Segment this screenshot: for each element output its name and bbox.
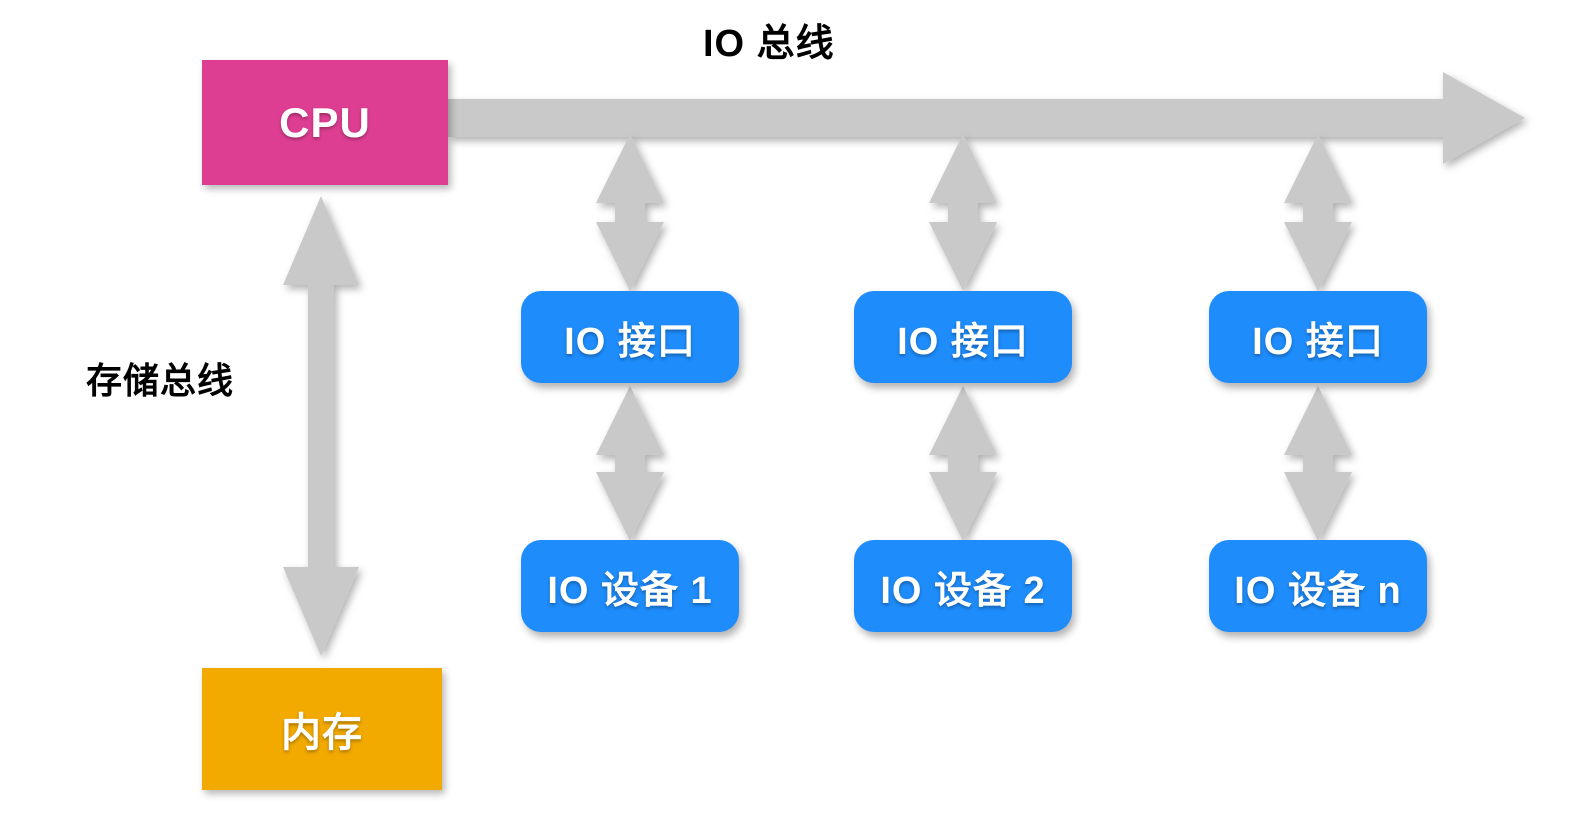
io-device-block-3[interactable]: IO 设备 n <box>1209 540 1427 632</box>
io-bus-label: IO 总线 <box>703 23 835 65</box>
port-to-device-arrow-1 <box>596 386 664 541</box>
bus-to-port-arrow-3 <box>1284 134 1352 291</box>
bus-to-port-arrow-2 <box>929 134 997 291</box>
storage-bus-label: 存储总线 <box>86 360 235 401</box>
memory-block[interactable]: 内存 <box>202 668 442 790</box>
bus-to-port-arrow-1 <box>596 134 664 291</box>
io-bus-arrow <box>448 72 1525 164</box>
io-device-block-2[interactable]: IO 设备 2 <box>854 540 1072 632</box>
cpu-block[interactable]: CPU <box>202 60 448 185</box>
io-port-block-1[interactable]: IO 接口 <box>521 291 739 383</box>
io-port-block-2[interactable]: IO 接口 <box>854 291 1072 383</box>
io-port-block-3[interactable]: IO 接口 <box>1209 291 1427 383</box>
port-to-device-arrow-2 <box>929 386 997 541</box>
storage-bus-arrow <box>283 196 359 656</box>
io-device-block-1[interactable]: IO 设备 1 <box>521 540 739 632</box>
port-to-device-arrow-3 <box>1284 386 1352 541</box>
